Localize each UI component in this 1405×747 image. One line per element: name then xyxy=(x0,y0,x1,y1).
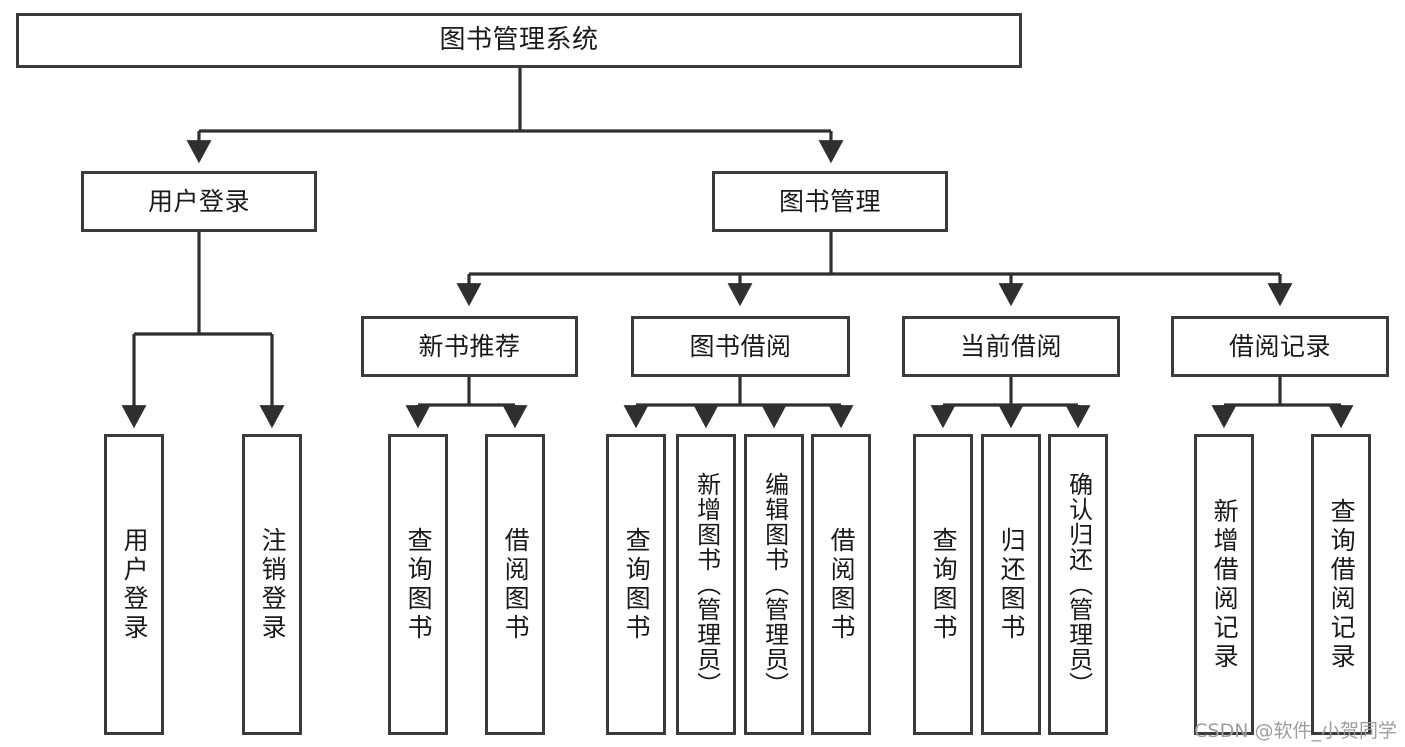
node-label: 借阅图书 xyxy=(501,526,531,643)
node-label: 用户登录 xyxy=(120,526,150,643)
node-label: 查询图书 xyxy=(622,526,652,643)
node-book-borrow[interactable]: 图书借阅 xyxy=(631,316,850,377)
node-book-management[interactable]: 图书管理 xyxy=(712,171,948,232)
node-label: 图书管理系统 xyxy=(439,25,599,56)
leaf-add-borrow-record[interactable]: 新增借阅记录 xyxy=(1194,434,1254,735)
leaf-query-book-recommend[interactable]: 查询图书 xyxy=(388,434,448,735)
node-label: 编辑图书（管理员） xyxy=(760,472,789,697)
csdn-watermark: CSDN @软件_小贺同学 xyxy=(1194,720,1397,742)
leaf-return-book[interactable]: 归还图书 xyxy=(981,434,1041,735)
leaf-query-book-borrow[interactable]: 查询图书 xyxy=(606,434,666,735)
node-label: 当前借阅 xyxy=(959,331,1062,361)
node-label: 注销登录 xyxy=(258,526,288,643)
node-label: 查询图书 xyxy=(404,526,434,643)
node-label: 归还图书 xyxy=(997,526,1027,643)
node-current-borrow[interactable]: 当前借阅 xyxy=(902,316,1120,377)
node-root-system[interactable]: 图书管理系统 xyxy=(16,13,1022,68)
node-label: 图书管理 xyxy=(778,186,881,216)
leaf-borrow-book-borrow[interactable]: 借阅图书 xyxy=(811,434,871,735)
node-label: 新增图书（管理员） xyxy=(692,472,721,697)
node-label: 新增借阅记录 xyxy=(1210,497,1240,672)
leaf-query-borrow-record[interactable]: 查询借阅记录 xyxy=(1311,434,1371,735)
node-label: 借阅图书 xyxy=(827,526,857,643)
leaf-logout-login[interactable]: 注销登录 xyxy=(242,434,302,735)
leaf-user-login[interactable]: 用户登录 xyxy=(104,434,164,735)
node-user-login[interactable]: 用户登录 xyxy=(81,171,317,232)
leaf-add-book-admin[interactable]: 新增图书（管理员） xyxy=(676,434,736,735)
leaf-query-book-current[interactable]: 查询图书 xyxy=(913,434,973,735)
node-label: 确认归还（管理员） xyxy=(1064,472,1093,697)
leaf-confirm-return-admin[interactable]: 确认归还（管理员） xyxy=(1048,434,1108,735)
node-label: 图书借阅 xyxy=(689,331,792,361)
node-label: 用户登录 xyxy=(147,186,250,216)
node-new-book-recommend[interactable]: 新书推荐 xyxy=(361,316,578,377)
node-label: 查询借阅记录 xyxy=(1327,497,1357,672)
node-label: 借阅记录 xyxy=(1228,331,1331,361)
node-label: 查询图书 xyxy=(929,526,959,643)
node-borrow-record[interactable]: 借阅记录 xyxy=(1171,316,1389,377)
leaf-borrow-book-recommend[interactable]: 借阅图书 xyxy=(485,434,545,735)
leaf-edit-book-admin[interactable]: 编辑图书（管理员） xyxy=(744,434,804,735)
node-label: 新书推荐 xyxy=(418,331,521,361)
